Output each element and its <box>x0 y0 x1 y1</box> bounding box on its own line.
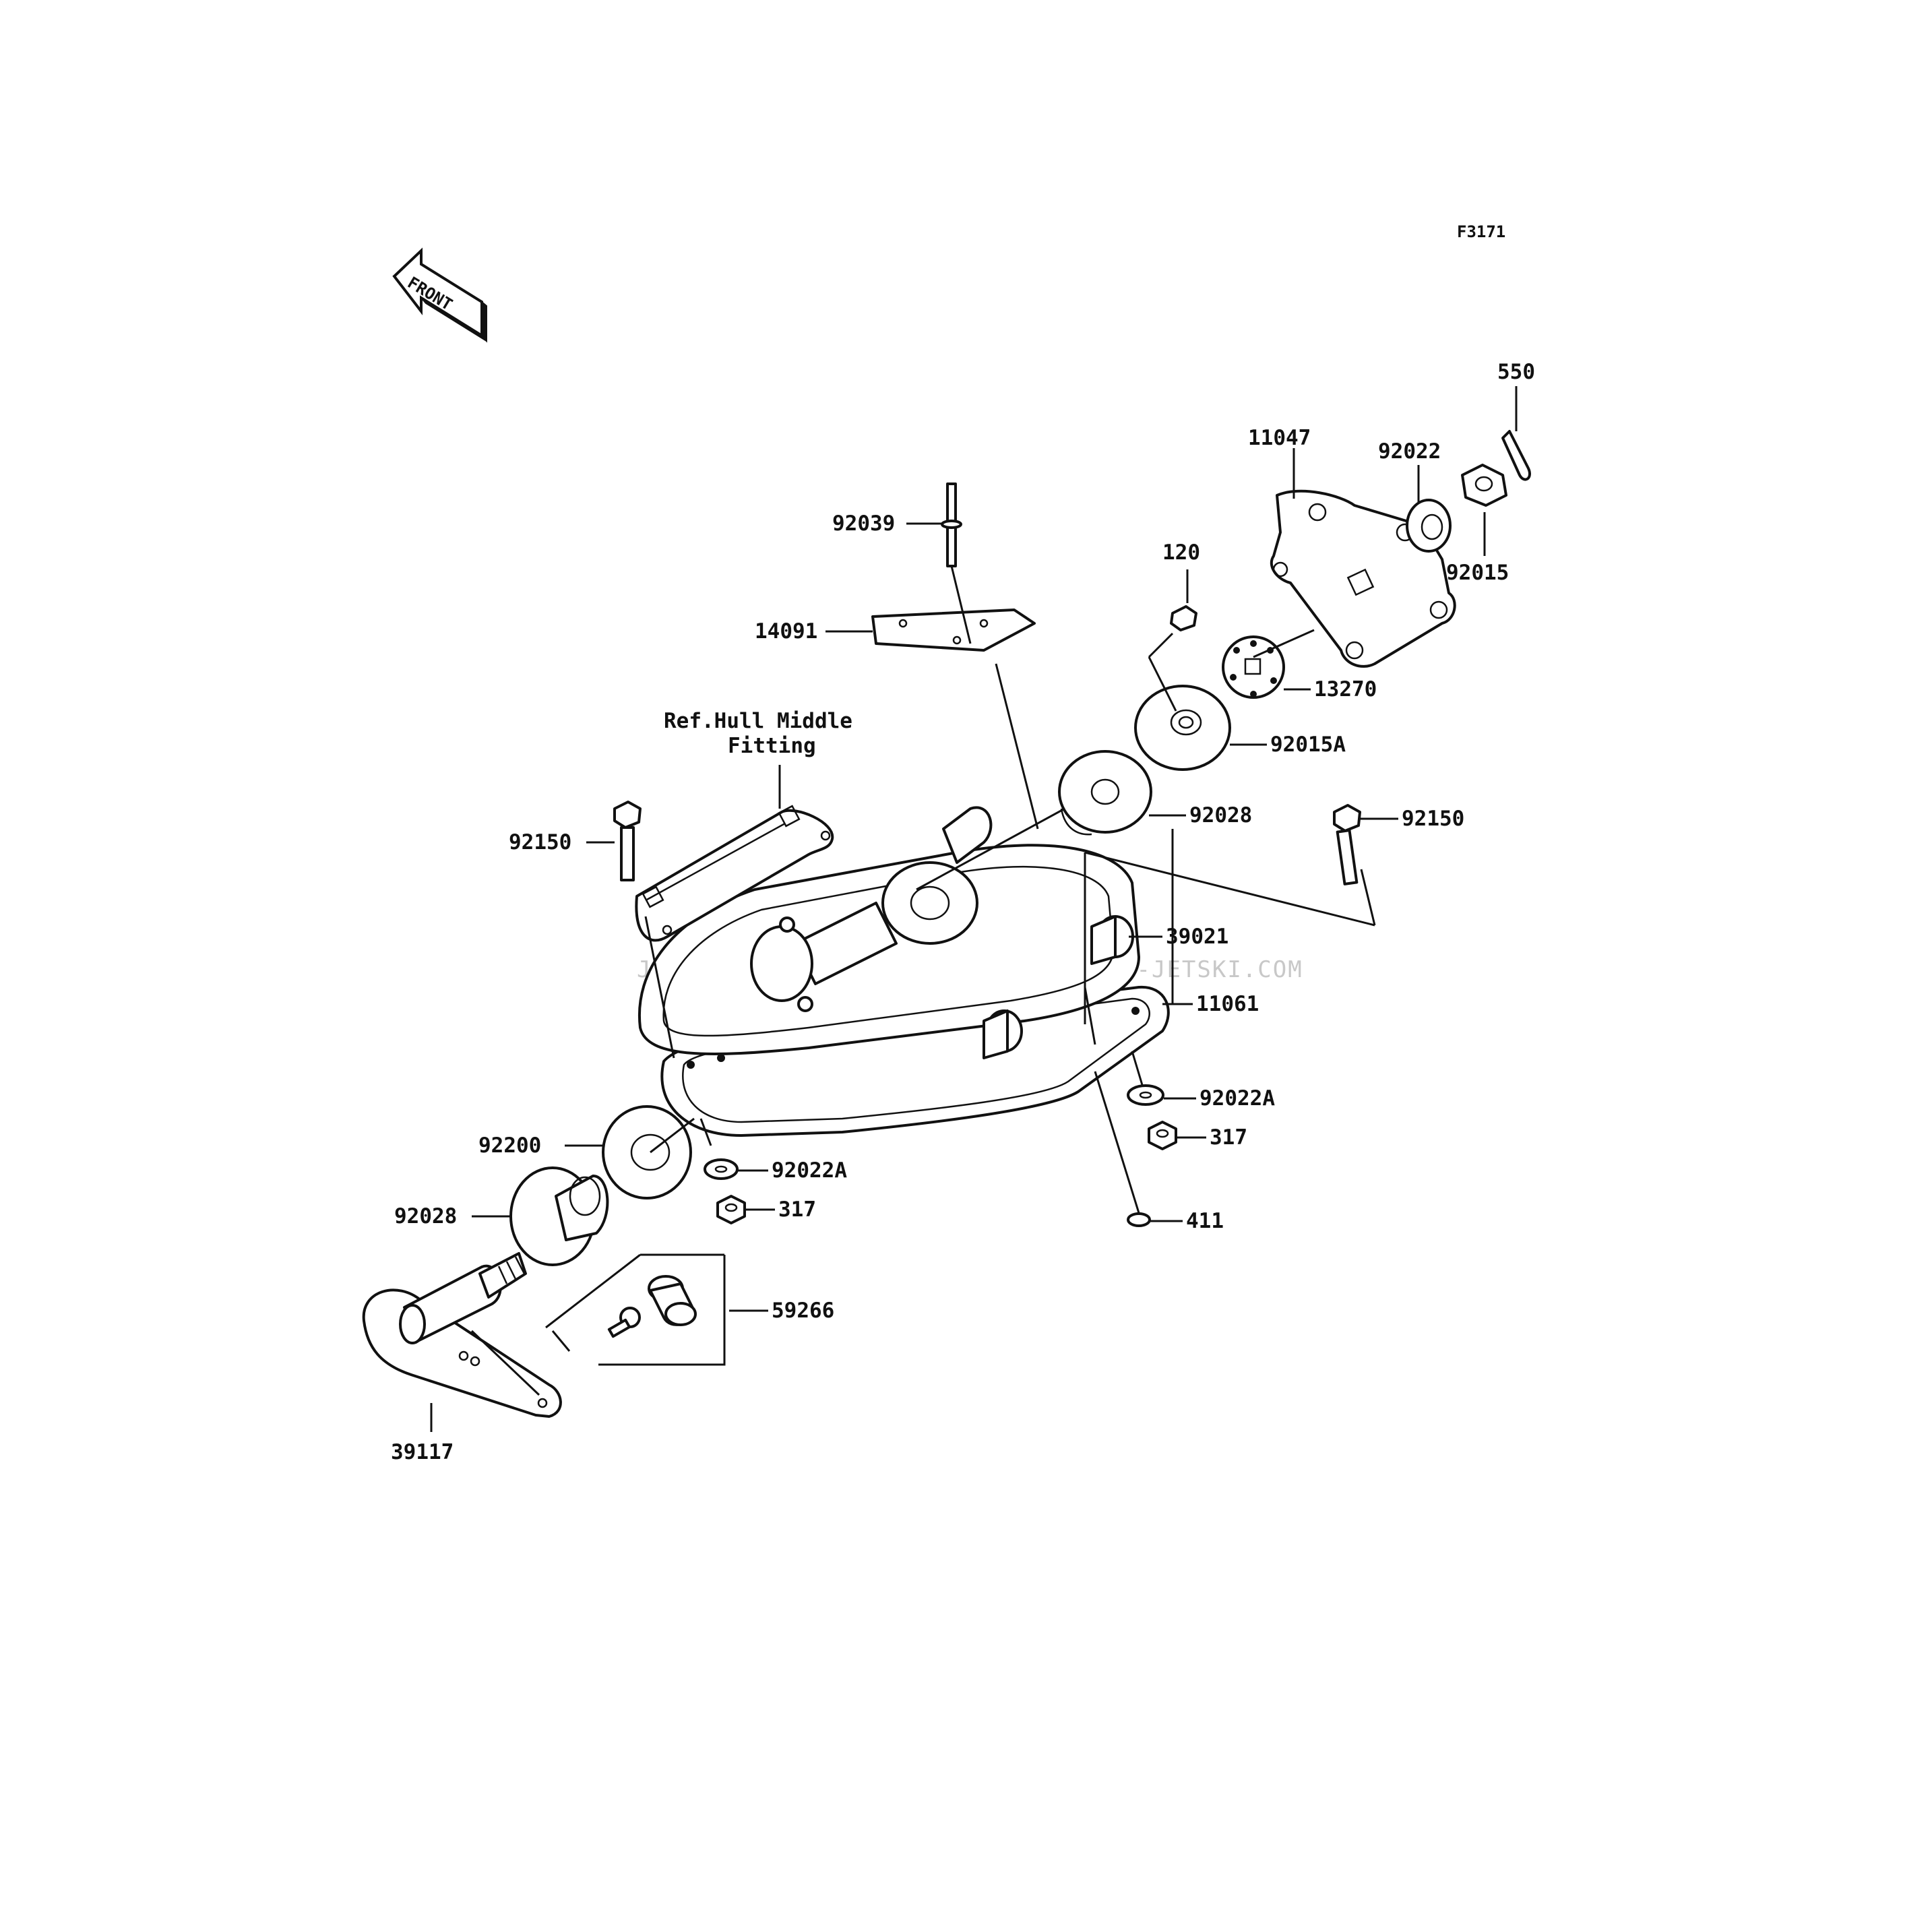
washer-92022A-left <box>704 1158 739 1180</box>
nut-317-left <box>716 1195 746 1224</box>
castle-nut-92015 <box>1461 464 1507 507</box>
washer-411 <box>1127 1212 1151 1227</box>
pin-92039 <box>941 482 962 567</box>
label-92200: 92200 <box>478 1133 541 1158</box>
label-11061: 11061 <box>1196 992 1259 1016</box>
steering-arm-39117 <box>362 1252 562 1418</box>
bolt-120 <box>1170 605 1197 631</box>
hull-middle-fitting-bracket <box>635 805 834 942</box>
label-11047: 11047 <box>1248 426 1311 450</box>
washer-92022 <box>1406 499 1452 553</box>
label-92022A-left: 92022A <box>772 1158 847 1183</box>
ball-joint-59266 <box>607 1275 697 1338</box>
housing-39021 <box>637 806 1140 1059</box>
reference-note-line2: Fitting <box>728 734 816 758</box>
cotter-pin-550 <box>1501 430 1531 481</box>
bolt-92150-right <box>1333 804 1361 885</box>
label-39117: 39117 <box>391 1440 454 1464</box>
label-13270: 13270 <box>1314 677 1377 702</box>
label-92039: 92039 <box>832 511 895 536</box>
diagram-code: F3171 <box>1457 222 1505 241</box>
label-92150-left: 92150 <box>509 830 571 854</box>
label-92022: 92022 <box>1378 439 1441 464</box>
label-411: 411 <box>1186 1209 1224 1233</box>
disc-13270 <box>1222 635 1285 699</box>
plate-14091 <box>871 609 1036 652</box>
leader-lines <box>430 386 1518 1432</box>
bushing-92028-top <box>1058 750 1152 836</box>
reference-note-line1: Ref.Hull Middle <box>664 709 852 733</box>
front-arrow-icon: FRONT <box>392 247 487 343</box>
washer-92022A-right <box>1127 1084 1164 1106</box>
label-39021: 39021 <box>1166 925 1228 949</box>
label-550: 550 <box>1497 360 1535 384</box>
label-317-left: 317 <box>778 1197 816 1222</box>
label-59266: 59266 <box>772 1299 834 1323</box>
label-92028-top: 92028 <box>1189 803 1252 828</box>
reference-note: Ref.Hull Middle Fitting <box>664 709 852 758</box>
label-120: 120 <box>1162 540 1200 565</box>
label-92015A: 92015A <box>1270 733 1346 757</box>
label-92150-right: 92150 <box>1402 807 1464 831</box>
hub-92015A <box>1134 685 1231 771</box>
label-92015: 92015 <box>1446 561 1509 585</box>
label-92022A-right: 92022A <box>1199 1086 1275 1111</box>
washer-92200 <box>602 1105 692 1199</box>
label-317-right: 317 <box>1210 1125 1247 1150</box>
label-92028-bottom: 92028 <box>394 1204 457 1228</box>
label-14091: 14091 <box>755 619 817 644</box>
bolt-92150-left <box>613 801 642 881</box>
part-labels: 550 11047 92022 92015 92039 120 14091 13… <box>391 360 1535 1464</box>
bushing-92028-bottom <box>509 1166 609 1266</box>
nut-317-right <box>1148 1121 1177 1150</box>
